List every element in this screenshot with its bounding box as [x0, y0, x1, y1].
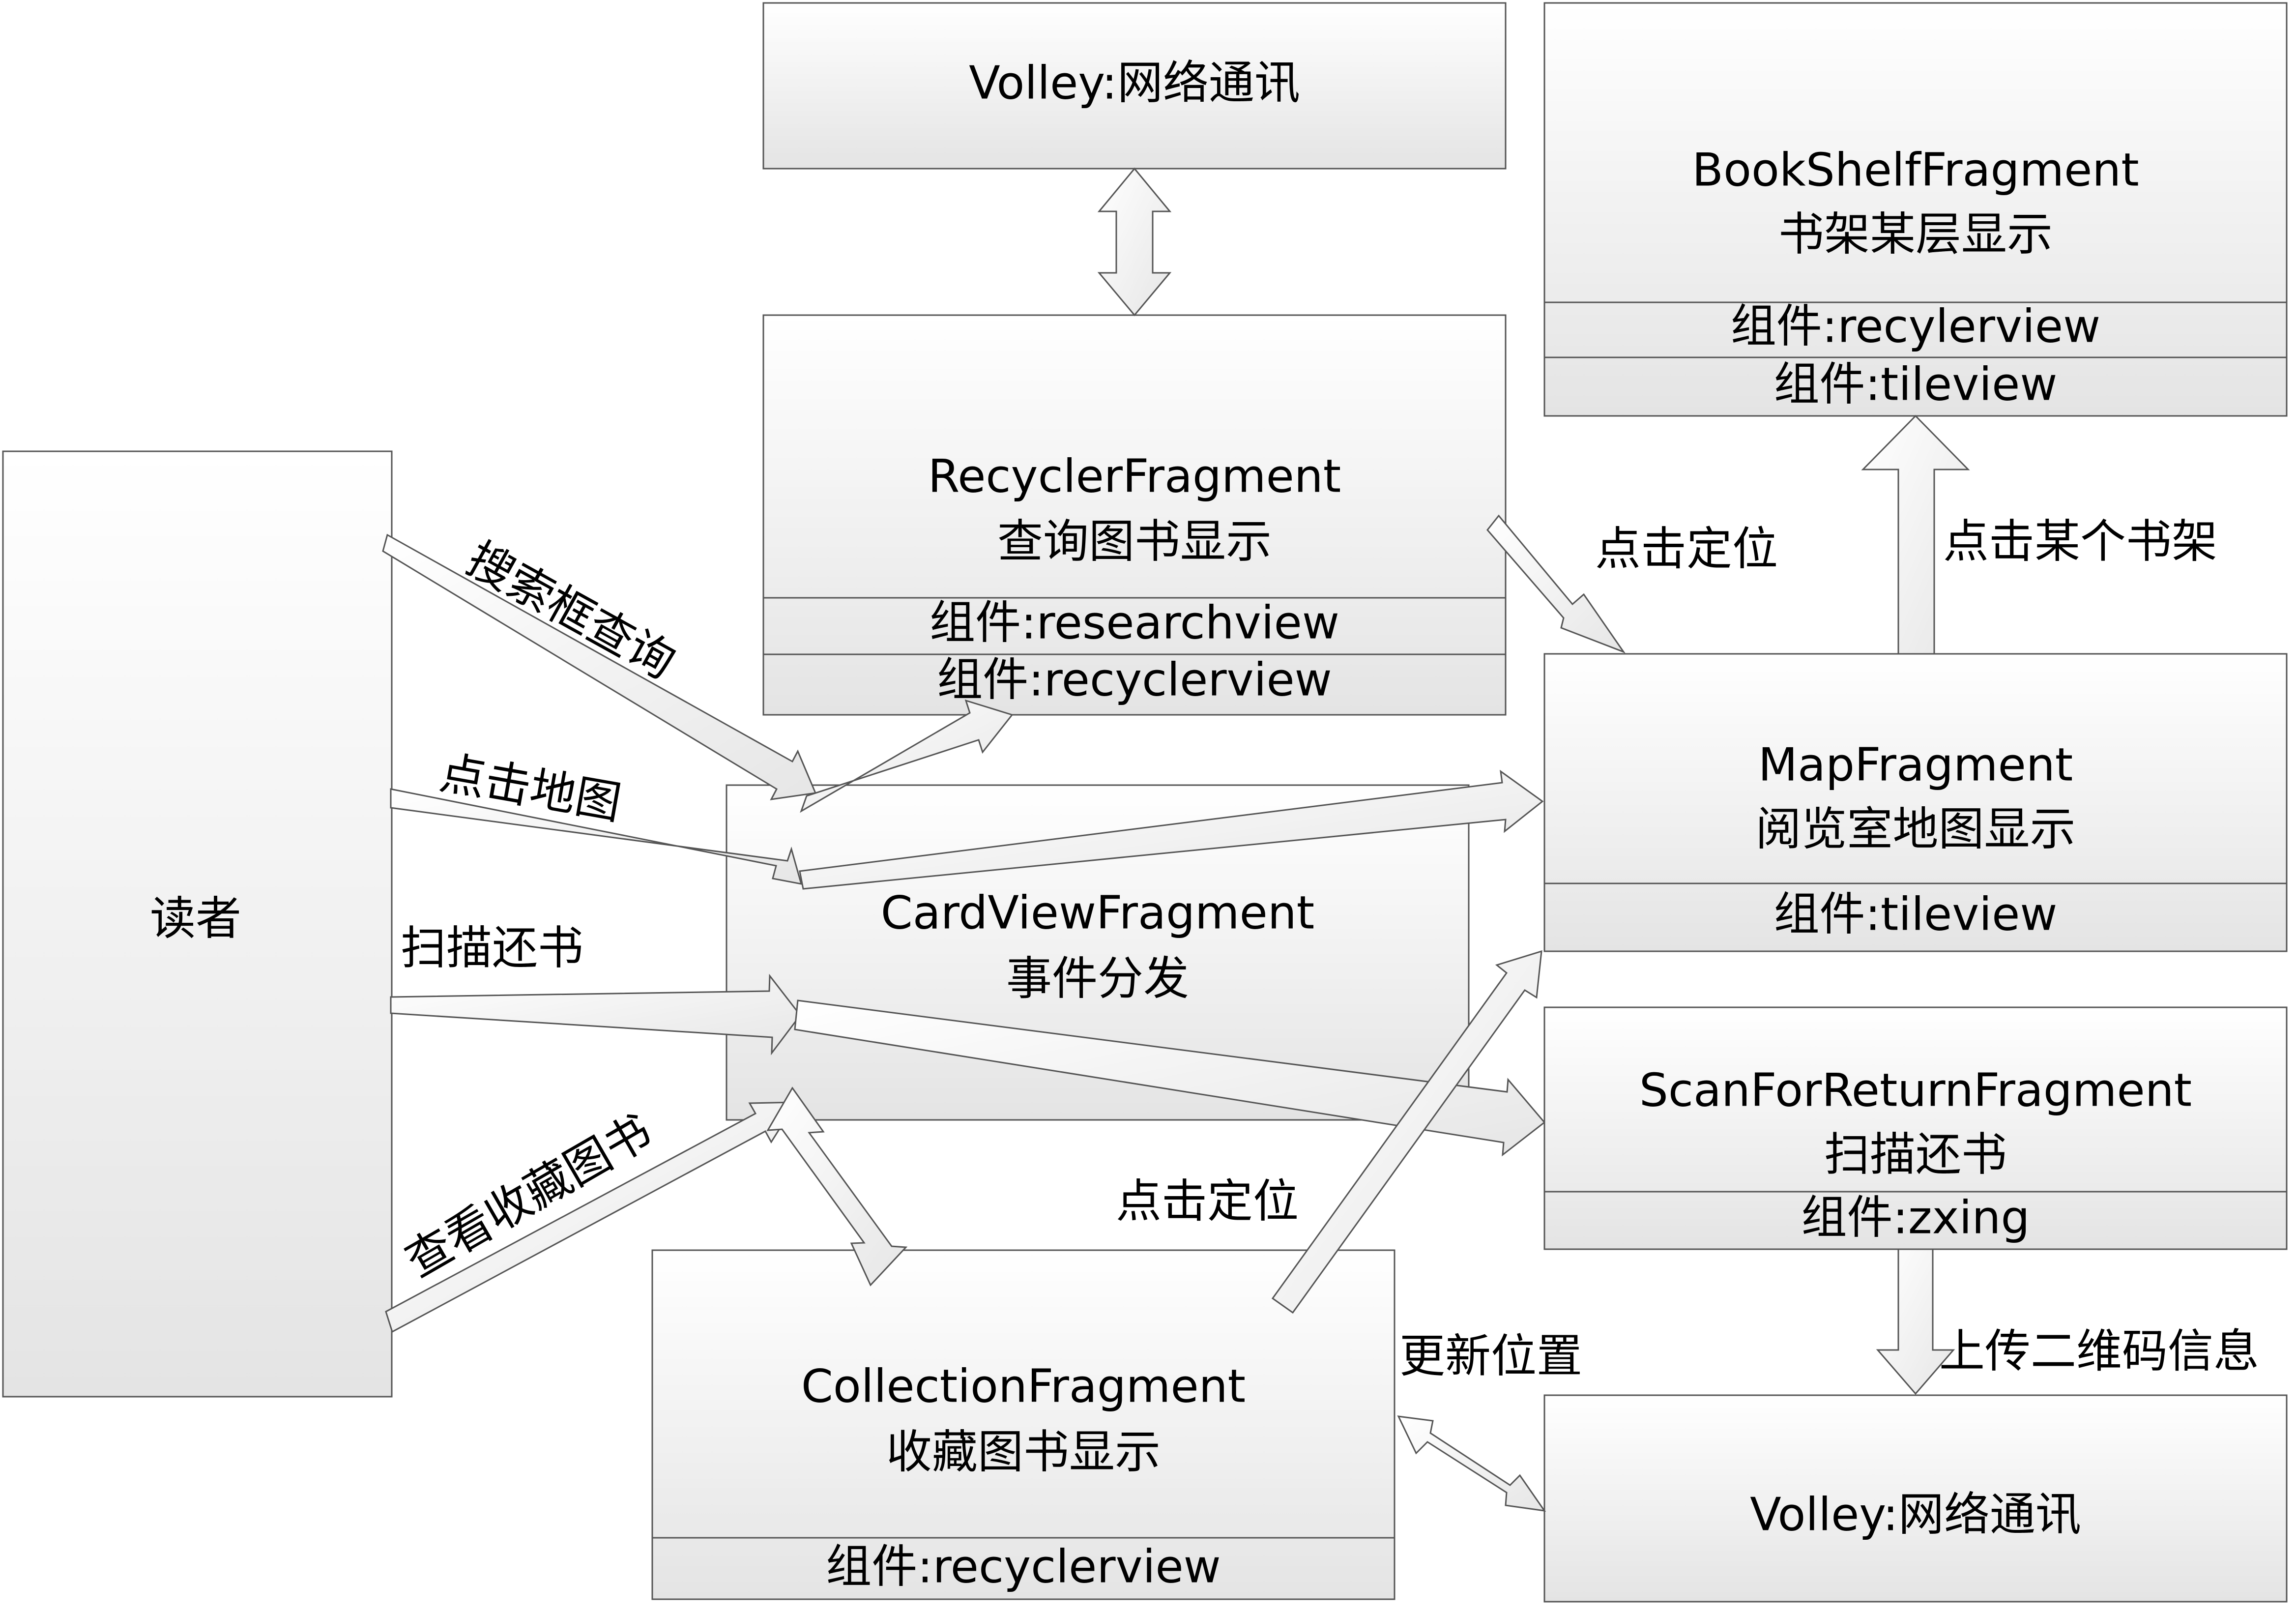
- arrow-map-to-bookshelf: [1861, 414, 1970, 655]
- label-click-shelf: 点击某个书架: [1943, 515, 2217, 568]
- volley-top-box: Volley:网络通讯: [762, 2, 1507, 170]
- arrow-collection-to-map: [1271, 950, 1542, 1314]
- label-locate-recycler: 点击定位: [1595, 522, 1778, 575]
- cardview-fragment-subtitle: 事件分发: [1006, 952, 1189, 1005]
- recycler-fragment-box: RecyclerFragment 查询图书显示 组件:researchview …: [762, 314, 1507, 716]
- reader-title: 读者: [150, 892, 241, 945]
- collection-component-recyclerview: 组件:recyclerview: [826, 1540, 1221, 1593]
- map-fragment-subtitle: 阅览室地图显示: [1756, 802, 2076, 855]
- map-fragment-box: MapFragment 阅览室地图显示 组件:tileview: [1543, 653, 2288, 952]
- volley-bottom-box: Volley:网络通讯: [1543, 1394, 2288, 1603]
- bookshelf-fragment-title: BookShelfFragment: [1692, 143, 2139, 196]
- arrow-scan-return: [390, 973, 801, 1056]
- scan-fragment-box: ScanForReturnFragment 扫描还书 组件:zxing: [1543, 1006, 2288, 1250]
- arrow-collection-volley-bidirectional: [1397, 1415, 1546, 1512]
- bookshelf-fragment-subtitle: 书架某层显示: [1778, 207, 2053, 261]
- arrow-scan-to-volley: [1876, 1248, 1955, 1395]
- reader-box: 读者: [2, 450, 393, 1398]
- scan-fragment-subtitle: 扫描还书: [1824, 1128, 2007, 1181]
- volley-bottom-title: Volley:网络通讯: [1750, 1488, 2081, 1541]
- bookshelf-component-recylerview: 组件:recylerview: [1731, 299, 2100, 352]
- arrow-click-map: [390, 788, 803, 885]
- collection-fragment-subtitle: 收藏图书显示: [886, 1425, 1161, 1478]
- scan-component-zxing: 组件:zxing: [1802, 1191, 2030, 1244]
- arrow-volley-recycler-bidirectional: [1097, 167, 1172, 317]
- label-locate-collection: 点击定位: [1116, 1174, 1299, 1228]
- arrow-recycler-to-map: [1486, 514, 1626, 654]
- map-component-tileview: 组件:tileview: [1774, 887, 2058, 940]
- label-update-position: 更新位置: [1399, 1329, 1582, 1382]
- label-upload-qr: 上传二维码信息: [1939, 1324, 2259, 1378]
- label-scan-return: 扫描还书: [401, 921, 583, 974]
- bookshelf-component-tileview: 组件:tileview: [1774, 357, 2058, 411]
- recycler-fragment-subtitle: 查询图书显示: [997, 515, 1272, 568]
- bookshelf-fragment-box: BookShelfFragment 书架某层显示 组件:recylerview …: [1543, 2, 2288, 417]
- map-fragment-title: MapFragment: [1758, 738, 2073, 791]
- cardview-fragment-title: CardViewFragment: [881, 886, 1314, 939]
- arrow-to-scan: [794, 999, 1546, 1157]
- arrow-search: [382, 533, 817, 800]
- scan-fragment-title: ScanForReturnFragment: [1639, 1063, 2192, 1116]
- collection-fragment-box: CollectionFragment 收藏图书显示 组件:recyclervie…: [651, 1249, 1395, 1600]
- recycler-fragment-title: RecyclerFragment: [928, 449, 1341, 502]
- recycler-component-researchview: 组件:researchview: [930, 596, 1339, 649]
- collection-fragment-title: CollectionFragment: [801, 1359, 1246, 1412]
- recycler-component-recyclerview: 组件:recyclerview: [937, 653, 1332, 706]
- volley-top-title: Volley:网络通讯: [969, 56, 1300, 109]
- arrow-collection-bidirectional: [766, 1086, 908, 1287]
- arrow-to-map: [799, 769, 1544, 890]
- arrow-to-recycler: [800, 699, 1014, 813]
